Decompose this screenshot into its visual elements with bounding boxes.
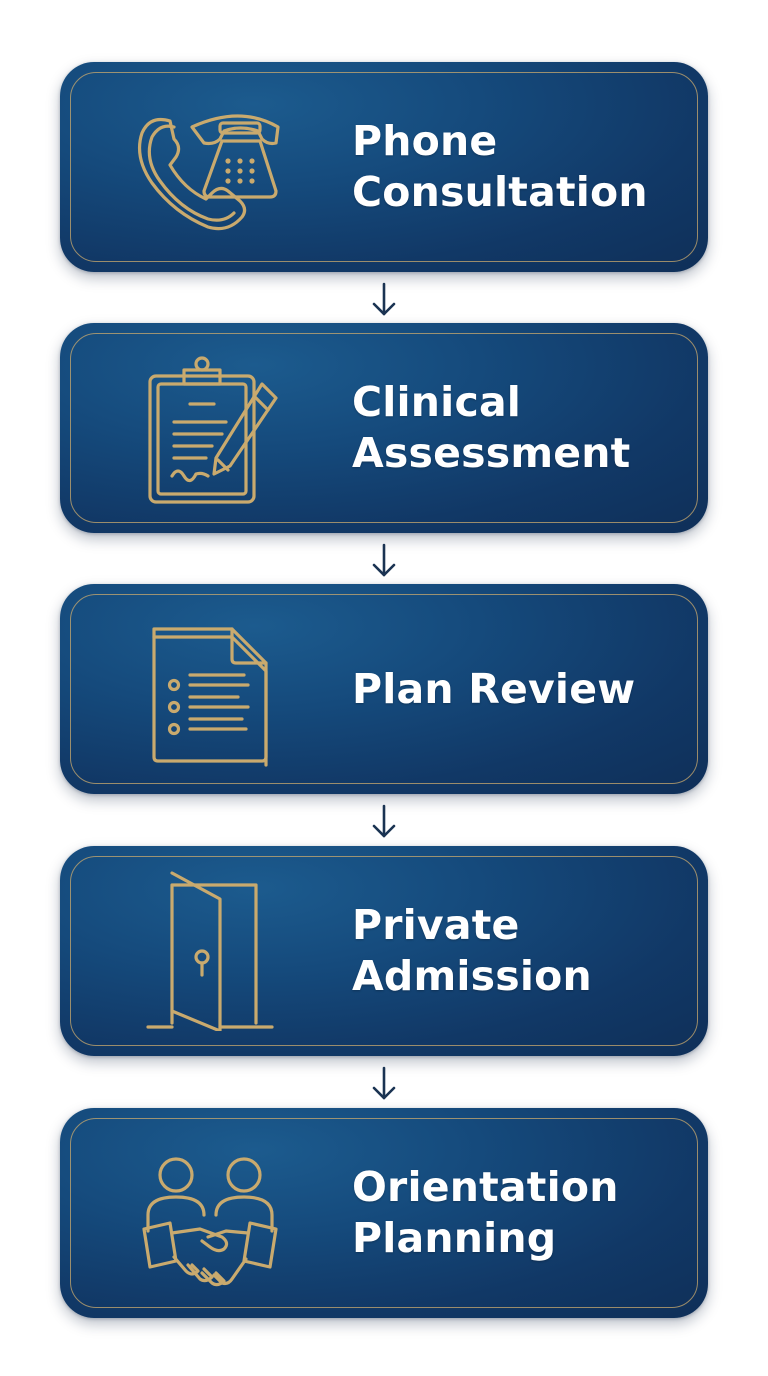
step-orientation-planning: Orientation Planning [60,1108,708,1318]
down-arrow [370,281,398,319]
step-title-line-1: Plan Review [352,664,636,713]
step-plan-review: Plan Review [60,584,708,794]
down-arrow [370,542,398,580]
step-phone-consultation: Phone Consultation [60,62,708,272]
down-arrow [370,1065,398,1103]
step-label: Clinical Assessment [352,323,668,533]
telephone-icon [130,87,290,247]
step-label: Private Admission [352,846,668,1056]
document-list-icon [130,609,290,769]
step-private-admission: Private Admission [60,846,708,1056]
step-title-line-1: Private [352,901,520,949]
open-door-icon [130,871,290,1031]
step-label: Plan Review [352,584,668,794]
step-title-line-1: Orientation [352,1163,619,1211]
step-title-line-2: Consultation [352,168,648,216]
handshake-icon [130,1133,290,1293]
step-title-line-1: Clinical [352,378,522,426]
down-arrow [370,803,398,841]
step-label: Orientation Planning [352,1108,668,1318]
step-title-line-1: Phone [352,117,498,165]
step-title-line-2: Admission [352,952,592,1000]
step-clinical-assessment: Clinical Assessment [60,323,708,533]
step-title-line-2: Assessment [352,429,631,477]
clipboard-pen-icon [130,348,290,508]
step-title-line-2: Planning [352,1214,557,1262]
step-label: Phone Consultation [352,62,668,272]
